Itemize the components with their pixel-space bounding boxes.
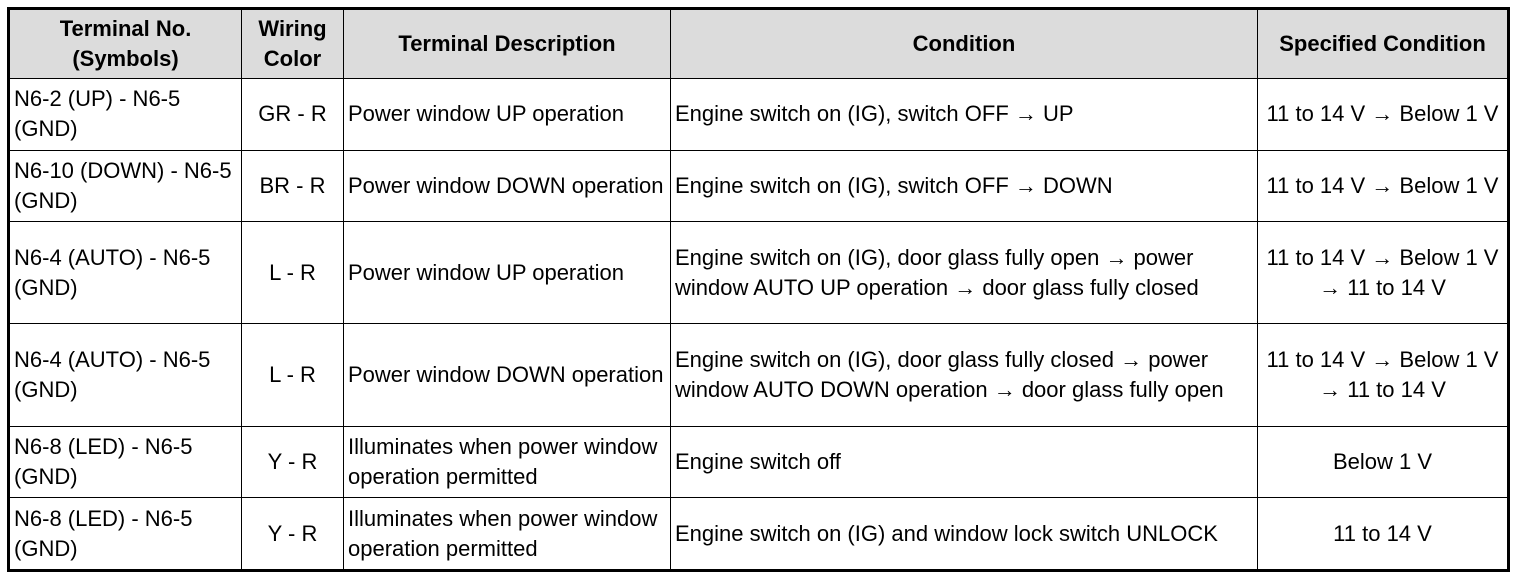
header-specified-condition: Specified Condition: [1257, 8, 1509, 79]
terminal-cell: N6-8 (LED) - N6-5 (GND): [8, 425, 242, 499]
condition-cell: Engine switch on (IG) and window lock sw…: [670, 497, 1258, 571]
terminal-inspection-table: Terminal No. (Symbols) Wiring Color Term…: [7, 7, 1510, 572]
description-cell: Illuminates when power window operation …: [343, 425, 671, 499]
specified-condition-cell: 11 to 14 V → Below 1 V → 11 to 14 V: [1257, 221, 1509, 325]
wiring-color-cell: BR - R: [241, 149, 344, 223]
table-row: N6-2 (UP) - N6-5 (GND) GR - R Power wind…: [8, 78, 1509, 151]
header-condition: Condition: [670, 8, 1258, 79]
condition-cell: Engine switch on (IG), door glass fully …: [670, 221, 1258, 325]
header-row: Terminal No. (Symbols) Wiring Color Term…: [8, 8, 1509, 79]
condition-cell: Engine switch on (IG), door glass fully …: [670, 323, 1258, 427]
terminal-cell: N6-10 (DOWN) - N6-5 (GND): [8, 149, 242, 223]
description-cell: Power window UP operation: [343, 221, 671, 325]
condition-cell: Engine switch on (IG), switch OFF → DOWN: [670, 149, 1258, 223]
header-terminal: Terminal No. (Symbols): [8, 8, 242, 79]
specified-condition-cell: 11 to 14 V → Below 1 V: [1257, 149, 1509, 223]
wiring-color-cell: L - R: [241, 221, 344, 325]
condition-cell: Engine switch on (IG), switch OFF → UP: [670, 78, 1258, 151]
condition-cell: Engine switch off: [670, 425, 1258, 499]
wiring-color-cell: Y - R: [241, 497, 344, 571]
terminal-cell: N6-8 (LED) - N6-5 (GND): [8, 497, 242, 571]
specified-condition-cell: Below 1 V: [1257, 425, 1509, 499]
table-row: N6-8 (LED) - N6-5 (GND) Y - R Illuminate…: [8, 497, 1509, 571]
specified-condition-cell: 11 to 14 V: [1257, 497, 1509, 571]
wiring-color-cell: GR - R: [241, 78, 344, 151]
specified-condition-cell: 11 to 14 V → Below 1 V: [1257, 78, 1509, 151]
table-row: N6-4 (AUTO) - N6-5 (GND) L - R Power win…: [8, 323, 1509, 427]
wiring-color-cell: Y - R: [241, 425, 344, 499]
header-wiring-color: Wiring Color: [241, 8, 344, 79]
terminal-cell: N6-4 (AUTO) - N6-5 (GND): [8, 221, 242, 325]
description-cell: Power window UP operation: [343, 78, 671, 151]
description-cell: Power window DOWN operation: [343, 149, 671, 223]
terminal-cell: N6-2 (UP) - N6-5 (GND): [8, 78, 242, 151]
table-row: N6-8 (LED) - N6-5 (GND) Y - R Illuminate…: [8, 425, 1509, 499]
header-terminal-description: Terminal Description: [343, 8, 671, 79]
description-cell: Illuminates when power window operation …: [343, 497, 671, 571]
terminal-cell: N6-4 (AUTO) - N6-5 (GND): [8, 323, 242, 427]
wiring-color-cell: L - R: [241, 323, 344, 427]
table-row: N6-4 (AUTO) - N6-5 (GND) L - R Power win…: [8, 221, 1509, 325]
specified-condition-cell: 11 to 14 V → Below 1 V → 11 to 14 V: [1257, 323, 1509, 427]
table-row: N6-10 (DOWN) - N6-5 (GND) BR - R Power w…: [8, 149, 1509, 223]
description-cell: Power window DOWN operation: [343, 323, 671, 427]
